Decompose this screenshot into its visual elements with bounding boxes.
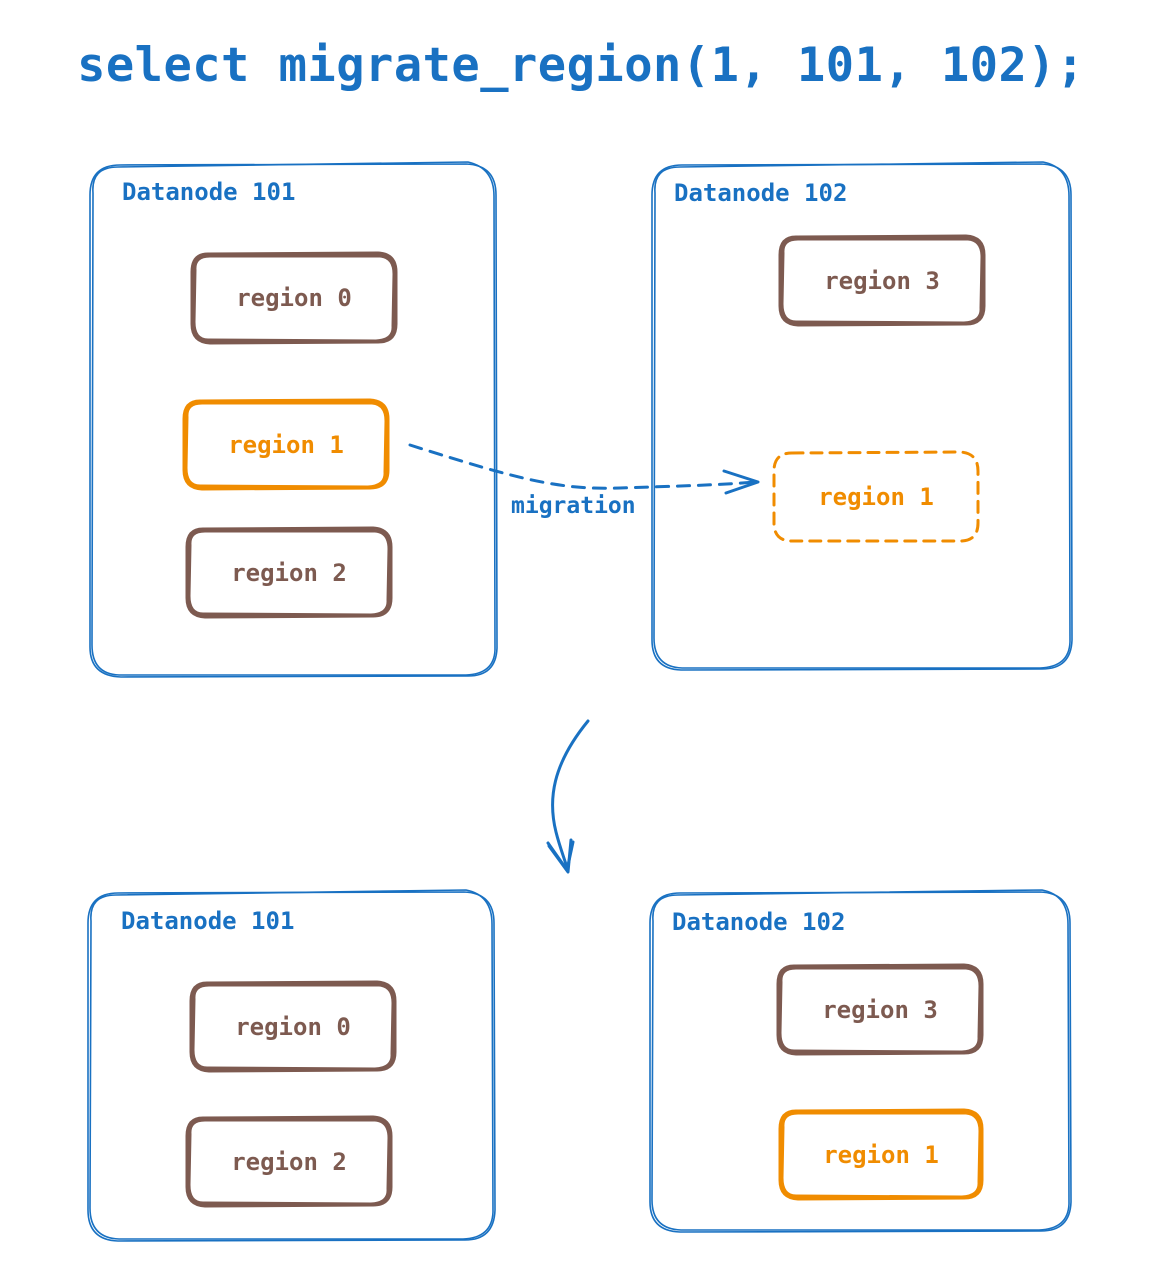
region-2-before-label: region 2 — [231, 558, 347, 587]
migration-label: migration — [511, 493, 636, 519]
region-3-after-label: region 3 — [822, 995, 938, 1024]
datanode-101-before-box — [89, 161, 498, 678]
region-3-before-label: region 3 — [824, 266, 940, 295]
region-3-after-box — [776, 963, 984, 1056]
region-1-target-dashed-box — [772, 450, 980, 543]
region-1-target-label: region 1 — [818, 483, 934, 511]
region-2-before-box — [185, 526, 393, 619]
region-1-source-label: region 1 — [228, 430, 344, 459]
region-2-after-box — [185, 1115, 393, 1208]
region-1-after-label: region 1 — [823, 1140, 939, 1169]
sql-statement-title: select migrate_region(1, 101, 102); — [77, 38, 1085, 93]
datanode-101-after-label: Datanode 101 — [121, 907, 295, 935]
datanode-102-after-box — [649, 889, 1072, 1233]
region-0-before-box — [190, 251, 398, 345]
region-2-after-label: region 2 — [231, 1147, 347, 1176]
region-0-after-label: region 0 — [235, 1012, 351, 1041]
region-1-after-box — [778, 1108, 984, 1201]
datanode-102-before-box — [651, 161, 1073, 671]
region-3-before-box — [778, 234, 986, 327]
datanode-101-before-label: Datanode 101 — [122, 178, 296, 206]
region-1-source-box — [182, 398, 390, 491]
datanode-101-after-box — [87, 889, 496, 1242]
datanode-102-before-label: Datanode 102 — [674, 179, 848, 207]
region-0-before-label: region 0 — [236, 284, 352, 312]
datanode-102-after-label: Datanode 102 — [672, 908, 846, 936]
region-0-after-box — [189, 980, 397, 1073]
migration-arrow — [408, 443, 760, 495]
transition-arrow — [546, 719, 590, 874]
